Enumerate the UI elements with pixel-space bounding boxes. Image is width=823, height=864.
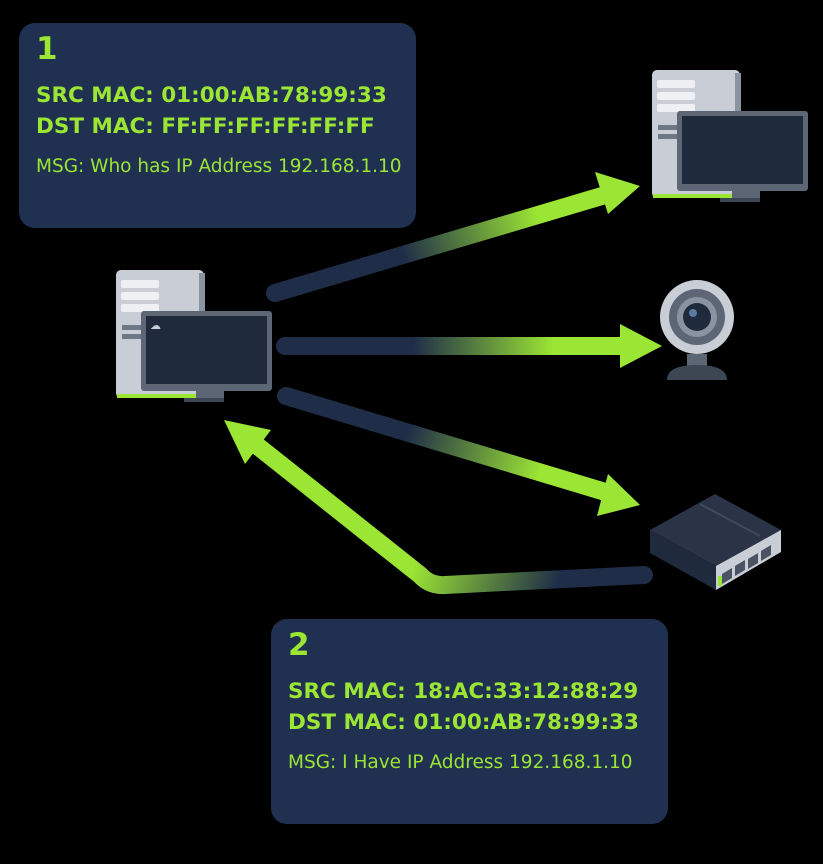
- reply-arrow: [224, 420, 653, 595]
- arrow-to-computer: [266, 172, 640, 302]
- source-computer-icon: ☁: [116, 270, 272, 402]
- src-mac-label: SRC MAC: 18:AC:33:12:88:29: [288, 679, 639, 704]
- src-mac-label: SRC MAC: 01:00:AB:78:99:33: [36, 83, 387, 108]
- network-switch-icon: [650, 494, 781, 590]
- message-box-request: 1 SRC MAC: 01:00:AB:78:99:33 DST MAC: FF…: [19, 23, 416, 228]
- message-text: MSG: Who has IP Address 192.168.1.10: [36, 156, 402, 177]
- dst-mac-label: DST MAC: FF:FF:FF:FF:FF:FF: [36, 114, 375, 139]
- message-text: MSG: I Have IP Address 192.168.1.10: [288, 752, 633, 773]
- webcam-icon: [660, 280, 734, 380]
- dst-mac-label: DST MAC: 01:00:AB:78:99:33: [288, 710, 639, 735]
- message-box-reply: 2 SRC MAC: 18:AC:33:12:88:29 DST MAC: 01…: [271, 619, 668, 824]
- step-number: 1: [36, 31, 58, 67]
- svg-text:☁: ☁: [150, 319, 161, 332]
- desktop-computer-icon: [652, 70, 808, 202]
- arrow-to-switch: [277, 387, 640, 516]
- arrow-to-webcam: [276, 324, 662, 368]
- step-number: 2: [288, 627, 310, 663]
